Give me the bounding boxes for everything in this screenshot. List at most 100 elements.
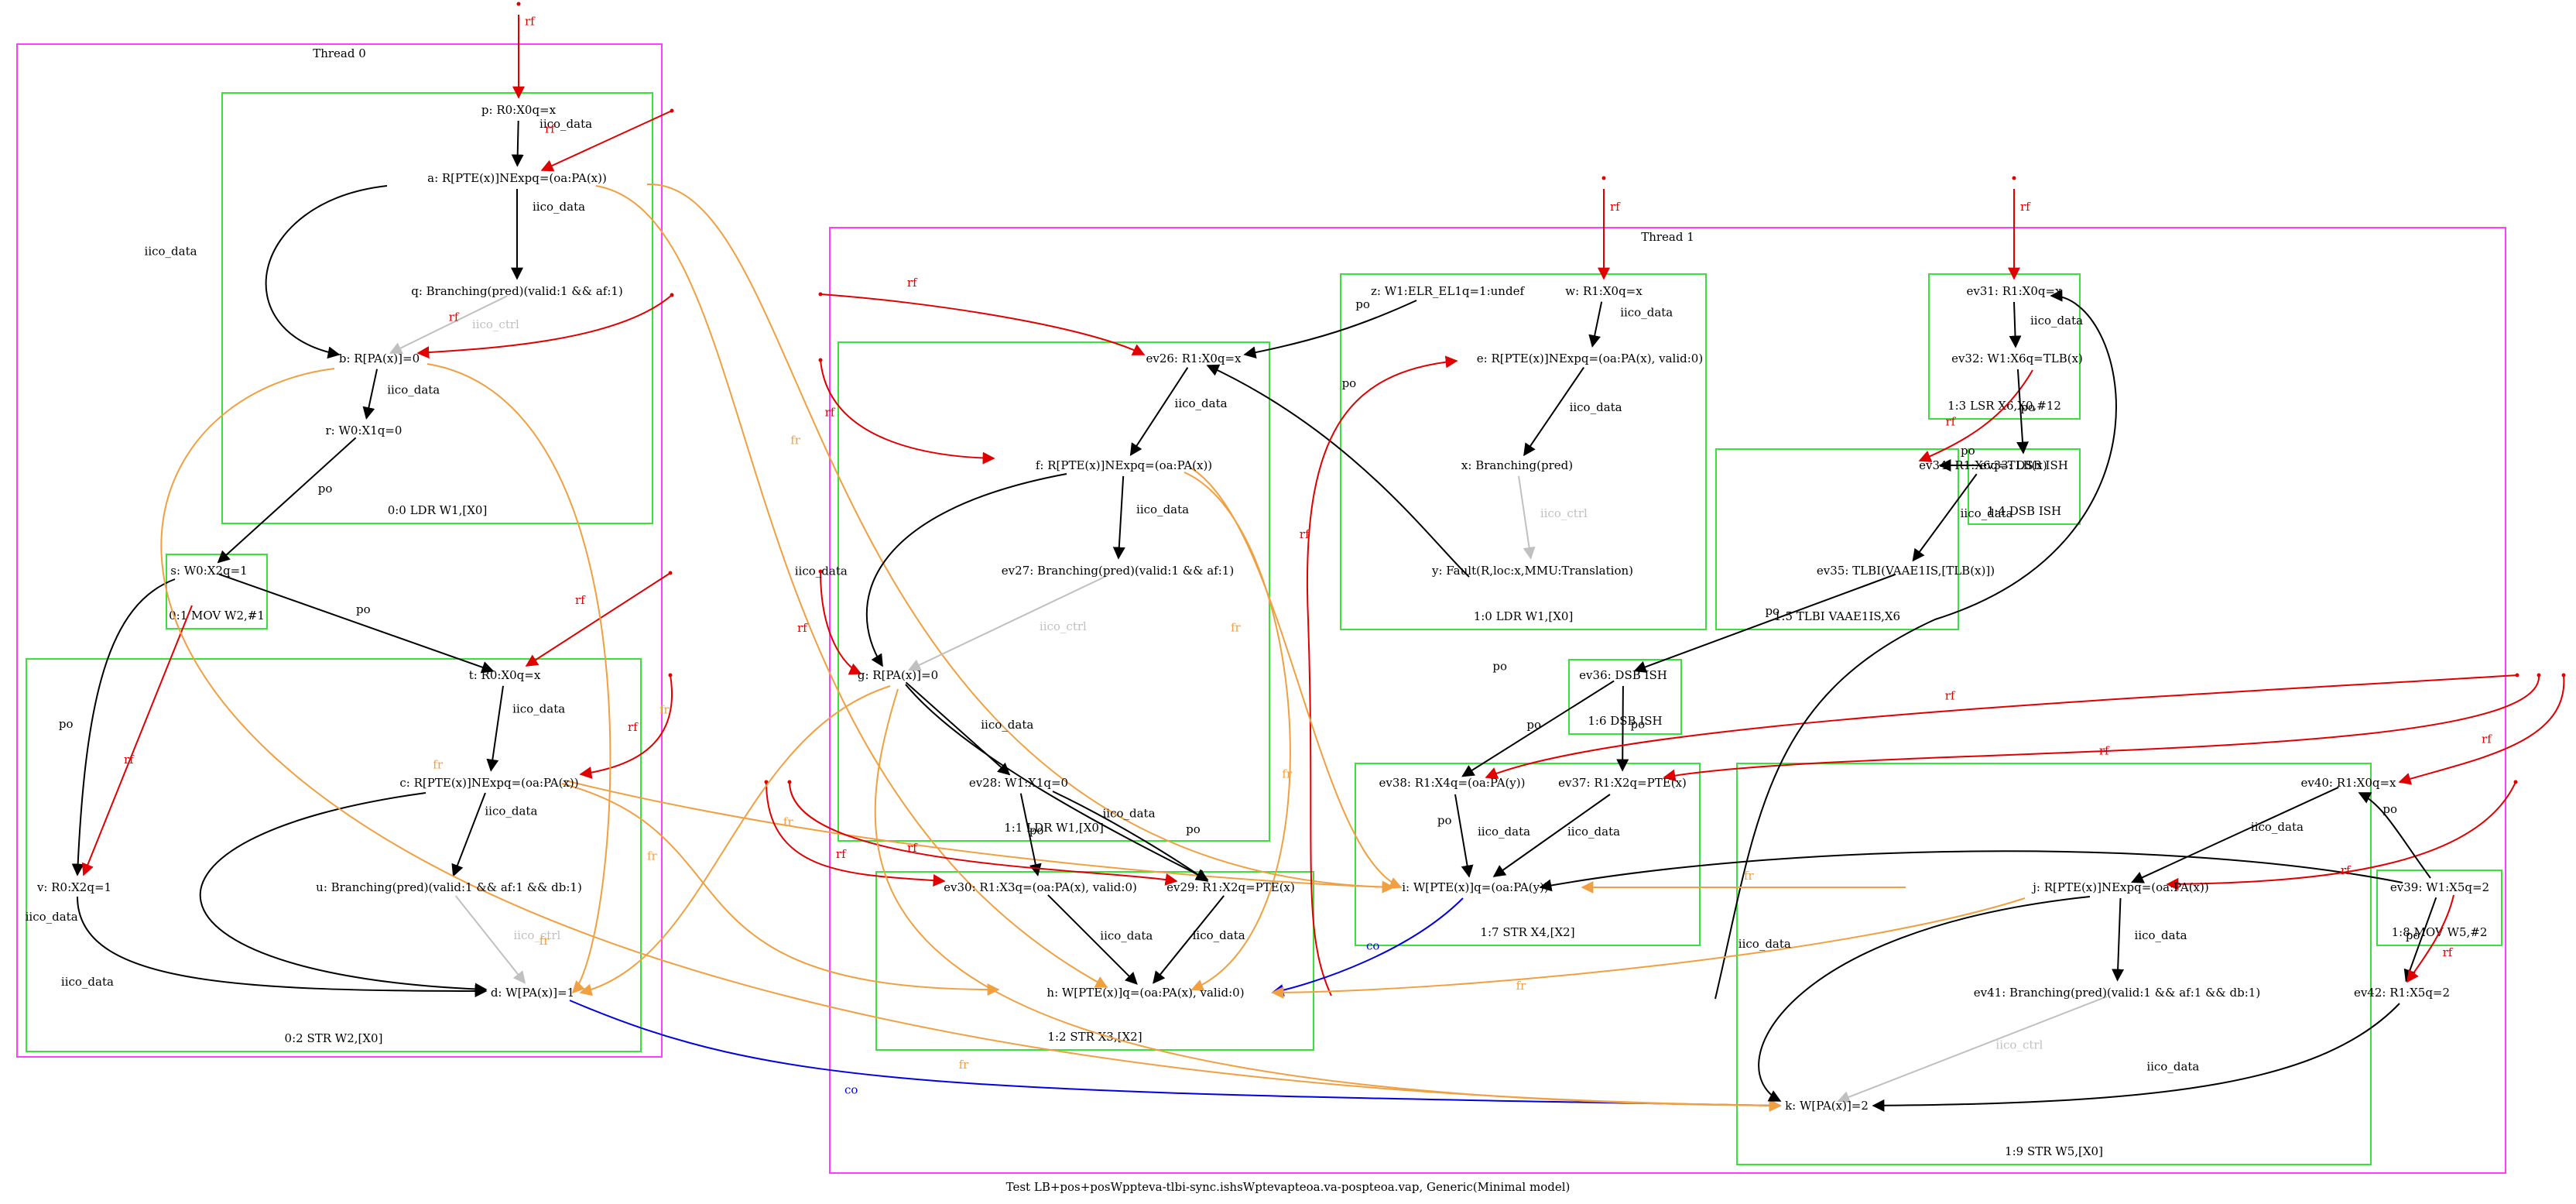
event-node-ev27: ev27: Branching(pred)(valid:1 && af:1) xyxy=(1002,564,1234,578)
edge-label-fr: fr xyxy=(790,434,801,448)
edge-iico-data-c-u xyxy=(451,792,486,877)
edge-label-rf: rf xyxy=(545,122,556,136)
edge-fr-b-k xyxy=(160,368,1782,1112)
edge-label-rf: rf xyxy=(2443,945,2454,959)
edge-label-po: po xyxy=(2020,400,2035,414)
edge-fr-a-i xyxy=(646,183,1395,894)
edge-label-iico-data: iico_data xyxy=(1100,928,1153,942)
edge-label-rf: rf xyxy=(907,276,918,290)
edge-rf-ev32-ev34 xyxy=(1918,369,2033,462)
edge-iico-data-ev30-h xyxy=(1047,894,1138,985)
instruction-label: 0:0 LDR W1,[X0] xyxy=(388,503,488,517)
instruction-label: 1:1 LDR W1,[X0] xyxy=(1004,821,1104,835)
edge-label-iico-data: iico_data xyxy=(2251,820,2304,834)
event-node-s: s: W0:X2q=1 xyxy=(170,564,247,578)
instruction-label: 0:1 MOV W2,#1 xyxy=(169,609,265,623)
edge-rf-init-b xyxy=(416,294,673,359)
thread-label: Thread 0 xyxy=(313,46,366,60)
edge-rf-init-a xyxy=(540,110,673,172)
edge-iico-data-j-ev41 xyxy=(2112,897,2125,982)
edge-label-po: po xyxy=(1437,814,1452,828)
edge-label-iico-data: iico_data xyxy=(1961,506,2013,520)
edge-rf-init-j xyxy=(2166,781,2516,890)
edge-po-s-v xyxy=(71,578,176,876)
event-node-b: b: R[PA(x)]=0 xyxy=(339,352,420,365)
instruction-cluster xyxy=(1355,763,1701,946)
event-node-h: h: W[PTE(x)]q=(oa:PA(x), valid:0) xyxy=(1046,986,1244,1000)
event-node-x: x: Branching(pred) xyxy=(1461,458,1573,472)
edge-po-h-ev31 xyxy=(1714,289,2117,1000)
edge-rf-init-ev40 xyxy=(2398,674,2565,785)
event-node-k: k: W[PA(x)]=2 xyxy=(1785,1099,1869,1113)
edge-iico-data-g-ev28 xyxy=(905,681,1011,776)
thread-label: Thread 1 xyxy=(1641,230,1694,244)
edge-label-iico-data: iico_data xyxy=(1570,400,1622,414)
edge-label-po: po xyxy=(356,602,371,616)
edge-rf-init-ev30 xyxy=(766,781,946,887)
init-write-point xyxy=(670,108,674,113)
edge-label-iico-data: iico_data xyxy=(1136,503,1189,516)
edge-po-ev36-ev37 xyxy=(1616,685,1629,772)
event-node-j: j: R[PTE(x)]NExpq=(oa:PA(x)) xyxy=(2031,880,2208,894)
edge-label-rf: rf xyxy=(2099,744,2110,758)
event-node-ev31: ev31: R1:X0q=x xyxy=(1966,284,2062,298)
edge-label-iico-data: iico_data xyxy=(533,200,585,214)
edge-po-ev28-ev29 xyxy=(1052,791,1209,882)
graph-caption: Test LB+pos+posWppteva-tlbi-sync.ishsWpt… xyxy=(1006,1180,1571,1194)
edge-iico-data-ev26-f xyxy=(1129,367,1189,456)
event-node-q: q: Branching(pred)(valid:1 && af:1) xyxy=(411,284,623,298)
edge-label-fr: fr xyxy=(540,934,550,948)
edge-rf-init-ev38 xyxy=(1485,674,2518,779)
edge-po-ev39-ev40 xyxy=(2358,792,2431,879)
event-node-ev37: ev37: R1:X2q=PTE(x) xyxy=(1558,776,1687,790)
edge-label-iico-ctrl: iico_ctrl xyxy=(472,317,519,331)
edge-iico-ctrl-q-b xyxy=(389,295,508,354)
edge-label-po: po xyxy=(1029,824,1044,838)
instruction-cluster xyxy=(875,871,1314,1051)
edge-iico-data-ev34-ev35 xyxy=(1912,473,1978,562)
event-node-g: g: R[PA(x)]=0 xyxy=(858,668,938,682)
edge-rf-init-ev37 xyxy=(1663,674,2540,782)
edge-iico-data-c-d xyxy=(199,792,488,996)
edge-iico-data-e-x xyxy=(1523,367,1584,457)
edge-label-fr: fr xyxy=(1516,979,1527,993)
edge-rf-init-t xyxy=(525,572,671,667)
edge-label-po: po xyxy=(59,717,74,731)
event-node-ev38: ev38: R1:X4q=(oa:PA(y)) xyxy=(1379,776,1525,790)
edge-label-rf: rf xyxy=(124,753,135,767)
edge-label-fr: fr xyxy=(1231,620,1242,634)
event-node-ev34: ev34: R1:X6q=TLB(x) xyxy=(1919,458,2047,472)
edge-label-iico-data: iico_data xyxy=(1567,825,1620,839)
edge-label-fr: fr xyxy=(1744,869,1755,883)
event-node-ev41: ev41: Branching(pred)(valid:1 && af:1 &&… xyxy=(1974,986,2260,1000)
edge-label-iico-data: iico_data xyxy=(387,383,440,397)
edge-layer xyxy=(71,2,2566,1112)
edge-label-layer: rfiico_datarfiico_dataiico_dataiico_ctrl… xyxy=(26,15,2493,1097)
init-write-point xyxy=(2515,673,2519,677)
edge-iico-data-f-ev27 xyxy=(1112,475,1125,560)
event-node-ev33: ev33: DSB ISH xyxy=(1980,458,2068,472)
event-node-w: w: R1:X0q=x xyxy=(1565,284,1643,298)
edge-iico-data-t-c xyxy=(486,685,504,772)
edge-label-fr: fr xyxy=(659,702,670,716)
edge-label-po: po xyxy=(1186,822,1201,836)
init-write-point xyxy=(670,293,674,297)
edge-iico-data-b-r xyxy=(362,369,379,420)
init-write-point xyxy=(516,2,521,6)
edge-label-rf: rf xyxy=(1610,200,1621,214)
instruction-cluster xyxy=(1928,273,2081,420)
init-write-point xyxy=(668,571,673,575)
edge-label-fr: fr xyxy=(1282,767,1293,781)
event-node-ev35: ev35: TLBI(VAAE1IS,[TLB(x)]) xyxy=(1817,564,1995,578)
edge-label-iico-data: iico_data xyxy=(795,564,848,578)
edge-iico-data-w-e xyxy=(1588,301,1603,348)
edge-label-po: po xyxy=(1631,718,1646,732)
edge-label-fr: fr xyxy=(783,815,794,828)
edge-label-iico-data: iico_data xyxy=(1738,937,1791,951)
edge-iico-data-ev37-i xyxy=(1492,794,1611,877)
edge-co-i-h xyxy=(1271,897,1464,996)
instruction-cluster xyxy=(838,341,1270,842)
instruction-cluster xyxy=(1736,763,2372,1165)
instruction-label: 1:4 DSB ISH xyxy=(1987,504,2061,518)
init-write-point xyxy=(818,358,823,362)
